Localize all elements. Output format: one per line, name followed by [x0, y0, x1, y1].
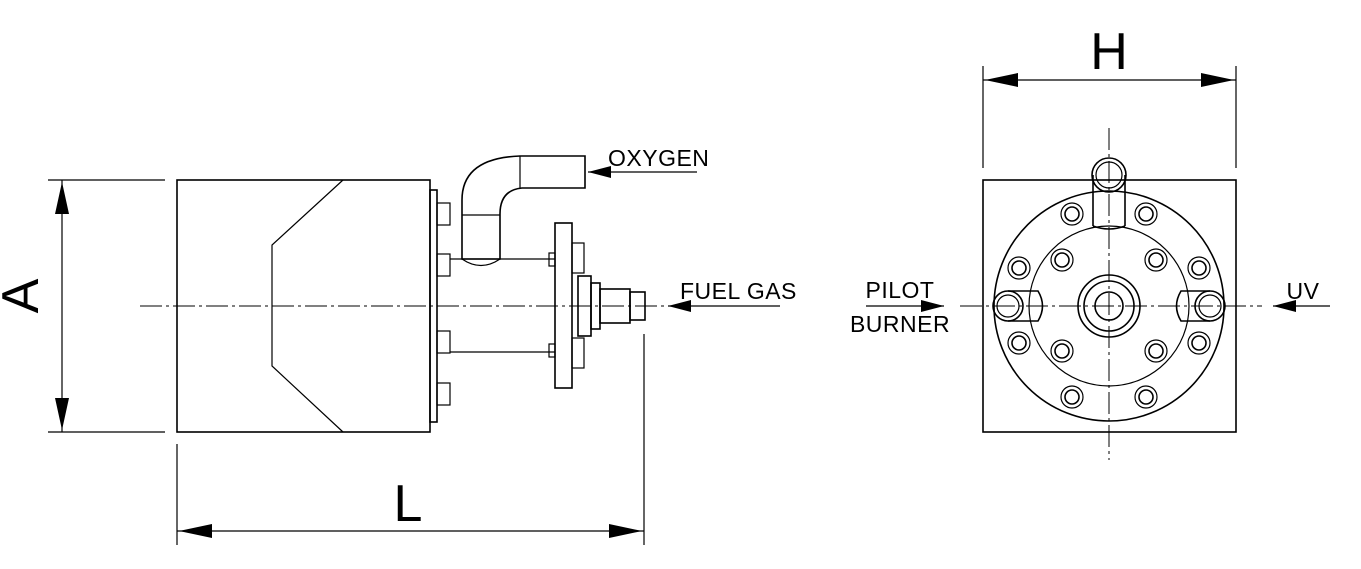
oxygen-label: OXYGEN [608, 145, 709, 171]
dimension-label-l: L [394, 475, 423, 533]
outer-bolts [1007, 202, 1211, 409]
dimension-l: L [176, 334, 645, 545]
uv-callout: UV [1273, 278, 1330, 312]
burner-label: BURNER [850, 311, 950, 337]
dimension-h: H [982, 23, 1237, 168]
rear-flange-bolts [548, 242, 585, 369]
uv-label: UV [1287, 278, 1320, 304]
fuel-gas-label: FUEL GAS [680, 278, 797, 304]
dimension-label-h: H [1090, 23, 1128, 81]
dimension-a: A [0, 179, 165, 433]
side-view [140, 155, 665, 433]
oxygen-pipe [461, 155, 586, 260]
oxygen-callout: OXYGEN [588, 145, 709, 178]
fuel-gas-callout: FUEL GAS [668, 278, 797, 312]
inner-bolts [1050, 248, 1168, 363]
pilot-label: PILOT [866, 277, 935, 303]
front-view [960, 128, 1262, 460]
flange-bolts [436, 202, 451, 406]
dimension-label-a: A [0, 278, 50, 313]
pilot-burner-callout: PILOT BURNER [850, 277, 950, 337]
